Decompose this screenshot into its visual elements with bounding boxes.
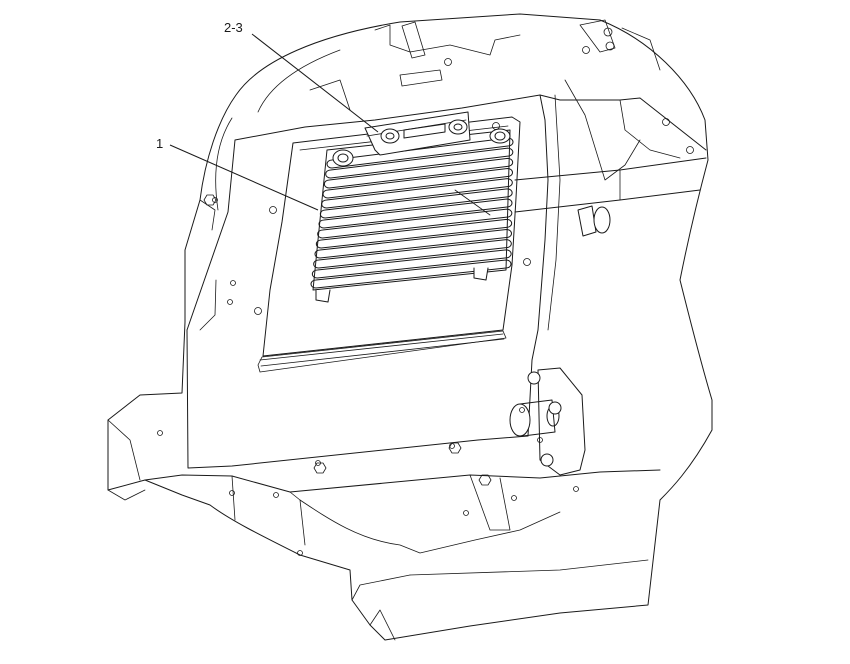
upper-structure — [309, 19, 661, 111]
bolt-hole — [297, 550, 303, 556]
cooler-fins — [310, 137, 514, 289]
cooler-fin — [319, 188, 513, 219]
bolt-hole — [686, 146, 694, 154]
bolt-hole — [254, 307, 262, 315]
cooler-fin — [310, 259, 512, 289]
bolt-hole — [212, 197, 218, 203]
cooler-fin — [322, 168, 513, 199]
mounting-plate — [186, 79, 707, 469]
hex-nut — [448, 442, 462, 454]
cooler-fin — [314, 229, 512, 259]
bolt-hole — [519, 407, 525, 413]
cooler-fin — [321, 178, 513, 209]
hex-nut — [203, 194, 217, 206]
cross-member — [514, 157, 707, 213]
cooler-fin — [318, 198, 513, 229]
cooler-fin — [311, 249, 512, 279]
cooler-fin — [317, 208, 513, 239]
bolt-hole — [463, 510, 469, 516]
hex-nut — [478, 474, 492, 486]
bolt-hole — [444, 58, 452, 66]
bolt-hole — [229, 490, 235, 496]
oil-cooler — [310, 128, 514, 303]
callout-1-leader — [169, 144, 319, 211]
cooler-fin — [325, 147, 514, 179]
cooler-fin — [326, 137, 514, 169]
cooler-fin — [313, 239, 512, 269]
bolt-hole — [537, 437, 543, 443]
callout-2-3-leader — [251, 33, 379, 133]
bolt-hole — [227, 299, 233, 305]
callout-1-label: 1 — [156, 136, 163, 151]
bolt-hole — [230, 280, 236, 286]
bolt-hole — [511, 495, 517, 501]
hydraulic-fitting — [509, 205, 611, 476]
callout-2-3-label: 2-3 — [224, 20, 243, 35]
bolt-hole — [582, 46, 590, 54]
callout-1: 1 — [156, 136, 319, 211]
bolt-hole — [269, 206, 277, 214]
bolt-hole — [273, 492, 279, 498]
cooler-mounting-bracket — [364, 111, 471, 156]
hex-nut — [313, 462, 327, 474]
cooler-fin — [315, 218, 513, 249]
bolt-hole — [523, 258, 531, 266]
callout-2-3: 2-3 — [224, 20, 379, 133]
bolt-hole — [492, 122, 500, 130]
fasteners — [157, 46, 694, 556]
cooler-fin — [323, 157, 514, 189]
bolt-hole — [662, 118, 670, 126]
bolt-hole — [157, 430, 163, 436]
bolt-hole — [573, 486, 579, 492]
lower-skid-plate — [107, 419, 661, 641]
